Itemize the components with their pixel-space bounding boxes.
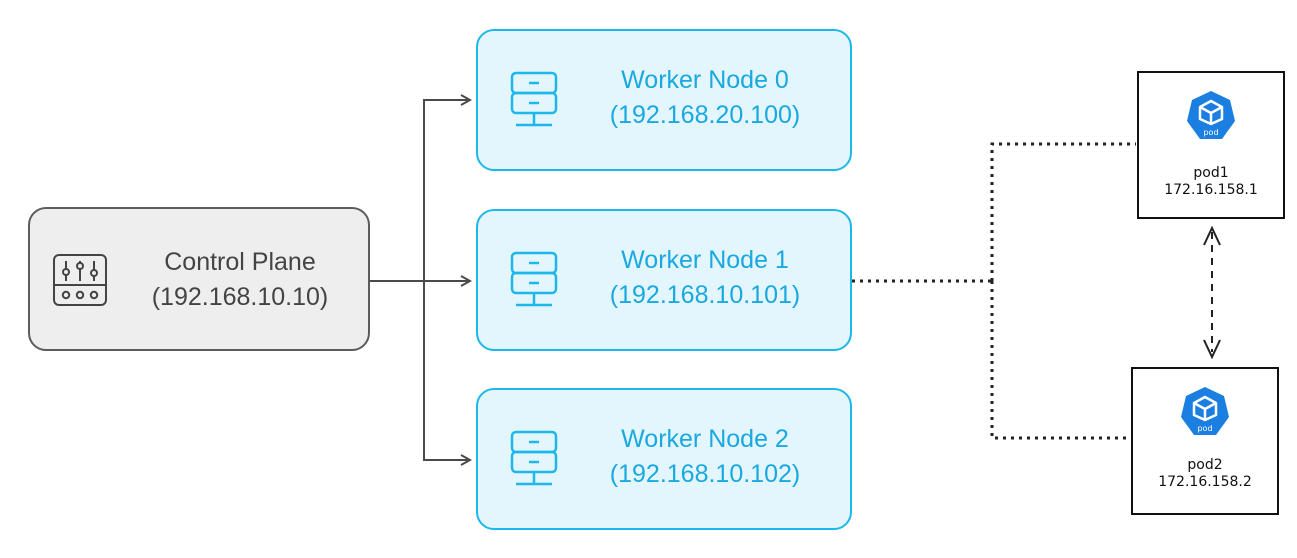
- kubernetes-pod-icon: pod: [1187, 91, 1235, 139]
- pod-1-ip: 172.16.158.1: [1164, 182, 1258, 198]
- worker-node-1-label: Worker Node 1 (192.168.10.101): [574, 243, 836, 313]
- pod-2-ip: 172.16.158.2: [1158, 474, 1252, 490]
- dotted-link-pod1: [990, 142, 1136, 281]
- server-icon: [510, 71, 558, 127]
- worker-node-0-label: Worker Node 0 (192.168.20.100): [574, 63, 836, 133]
- worker-node-1-title: Worker Node 1: [621, 246, 789, 274]
- pod-2-name: pod2: [1187, 457, 1223, 473]
- worker-node-0-title: Worker Node 0: [621, 66, 789, 94]
- worker-node-2[interactable]: Worker Node 2 (192.168.10.102): [476, 388, 852, 530]
- pod-icon-text: pod: [1203, 128, 1218, 137]
- control-plane-node[interactable]: Control Plane (192.168.10.10): [28, 207, 370, 351]
- pod-icon-text: pod: [1197, 424, 1212, 433]
- control-plane-title: Control Plane: [164, 248, 316, 276]
- kubernetes-pod-icon: pod: [1181, 387, 1229, 435]
- worker-node-1[interactable]: Worker Node 1 (192.168.10.101): [476, 209, 852, 351]
- control-to-workers-connector: [370, 100, 470, 460]
- control-plane-label: Control Plane (192.168.10.10): [116, 245, 364, 315]
- worker-node-1-ip: (192.168.10.101): [609, 281, 801, 309]
- arrow-to-worker-2: [423, 281, 470, 460]
- arrow-to-worker-0: [423, 100, 470, 281]
- server-icon: [510, 251, 558, 307]
- worker-node-2-label: Worker Node 2 (192.168.10.102): [574, 422, 836, 492]
- worker-node-2-ip: (192.168.10.102): [609, 460, 801, 488]
- pod-1[interactable]: pod pod1 172.16.158.1: [1137, 71, 1285, 219]
- worker-node-2-title: Worker Node 2: [621, 425, 789, 453]
- dotted-link-pod2: [990, 281, 1136, 440]
- worker-node-0-ip: (192.168.20.100): [609, 101, 801, 129]
- control-plane-ip: (192.168.10.10): [151, 283, 329, 311]
- worker-to-pods-connector: [852, 142, 1136, 440]
- control-sliders-icon: [53, 254, 107, 306]
- pod-1-name: pod1: [1193, 165, 1229, 181]
- pod-2[interactable]: pod pod2 172.16.158.2: [1131, 367, 1279, 515]
- server-icon: [510, 430, 558, 486]
- worker-node-0[interactable]: Worker Node 0 (192.168.20.100): [476, 29, 852, 171]
- pod-to-pod-arrow: [1203, 225, 1221, 360]
